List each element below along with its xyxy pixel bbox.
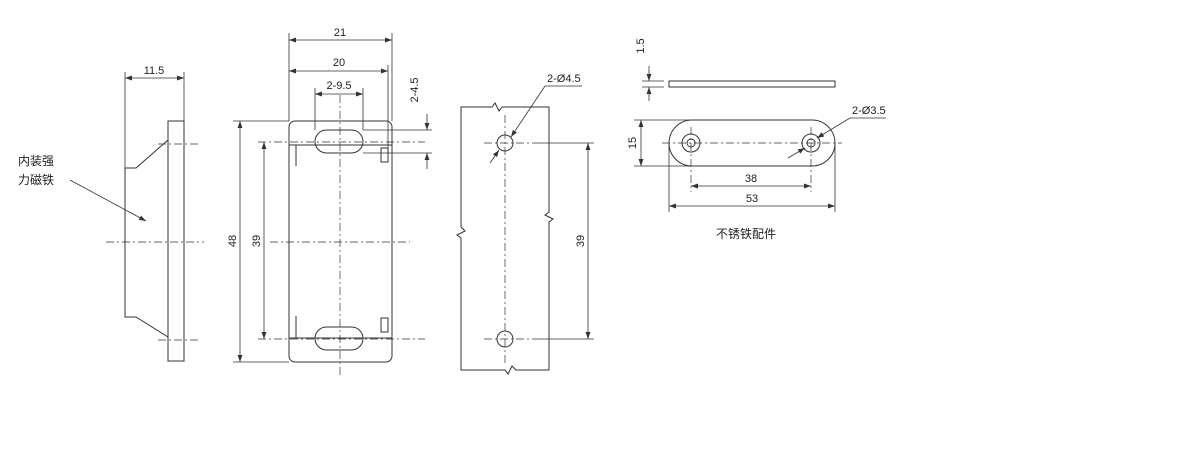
dim-strip-height: 15 <box>627 137 639 149</box>
strip-view: 1.5 15 38 53 2-Ø3.5 不锈铁配件 <box>627 38 886 241</box>
dim-strip-holes: 2-Ø3.5 <box>852 105 886 117</box>
front-view: 21 20 2-9.5 2-4.5 48 39 <box>227 27 432 378</box>
dim-inner-width: 20 <box>333 57 345 69</box>
dim-strip-thickness: 1.5 <box>635 38 647 53</box>
dim-hole-pitch: 39 <box>251 235 263 247</box>
magnet-note-line2: 力磁铁 <box>18 172 54 187</box>
dim-plate-holes: 2-Ø4.5 <box>547 73 581 85</box>
dim-overall-width: 21 <box>334 27 346 39</box>
dim-slot-width: 2-4.5 <box>409 77 421 102</box>
dim-overall-height: 48 <box>227 235 239 247</box>
magnet-note-line1: 内装强 <box>18 154 54 168</box>
plate-view: 39 2-Ø4.5 <box>456 73 594 375</box>
magnet-leader <box>69 179 147 222</box>
dim-strip-length: 53 <box>746 193 758 205</box>
dim-side-width: 11.5 <box>144 65 165 77</box>
strip-caption: 不锈铁配件 <box>716 227 776 241</box>
dim-plate-pitch: 39 <box>575 235 587 247</box>
side-view: 11.5 内装强 力磁铁 <box>18 65 204 362</box>
dim-strip-pitch: 38 <box>745 173 757 185</box>
dim-slot-length: 2-9.5 <box>326 80 351 92</box>
